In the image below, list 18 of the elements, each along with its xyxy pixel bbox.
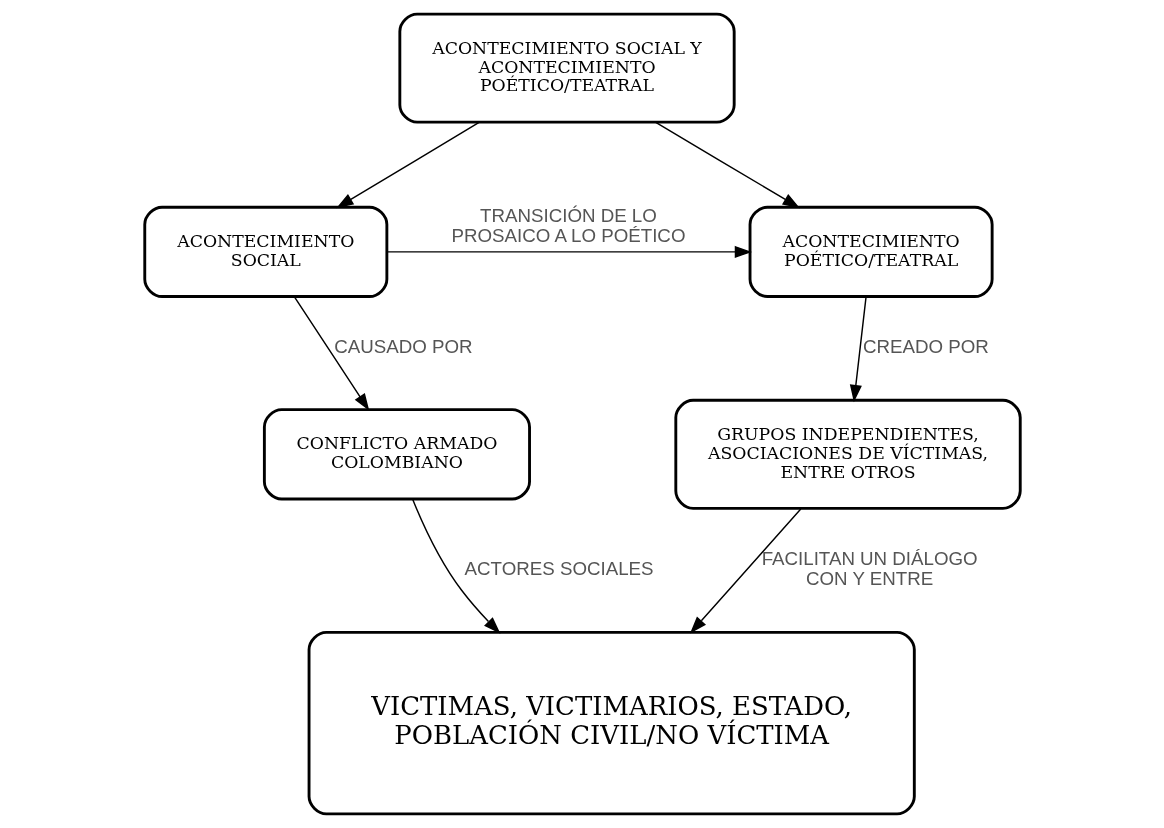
arrow	[654, 121, 800, 209]
node-box: GRUPOS INDEPENDIENTES, ASOCIACIONES DE VÍCTIMAS, ENTRE OTROS	[673, 398, 1022, 510]
arrow	[293, 295, 369, 411]
edge-label: CREADO POR	[862, 336, 989, 358]
node-box: CONFLICTO ARMADO COLOMBIANO	[262, 408, 531, 501]
node-box: VICTIMAS, VICTIMARIOS, ESTADO, POBLACIÓN CIVIL/NO VÍCTIMA	[307, 630, 916, 816]
node-box: ACONTECIMIENTO POÉTICO/TEATRAL	[748, 205, 994, 298]
edge-label: CAUSADO POR	[333, 336, 473, 358]
edge-label: TRANSICIÓN DE LO PROSAICO A LO POÉTICO	[450, 205, 685, 247]
arrow	[411, 498, 500, 634]
edge-label: ACTORES SOCIALES	[464, 558, 654, 580]
arrow	[849, 295, 867, 403]
edge-label: FACILITAN UN DIÁLOGO CON Y ENTRE	[761, 548, 978, 590]
node-box: ACONTECIMIENTO SOCIAL	[142, 205, 388, 298]
arrow	[689, 508, 801, 634]
arrow	[335, 121, 480, 209]
arrow	[386, 245, 752, 258]
node-box: ACONTECIMIENTO SOCIAL Y ACONTECIMIENTO POÉTICO/TEATRAL	[397, 12, 736, 124]
